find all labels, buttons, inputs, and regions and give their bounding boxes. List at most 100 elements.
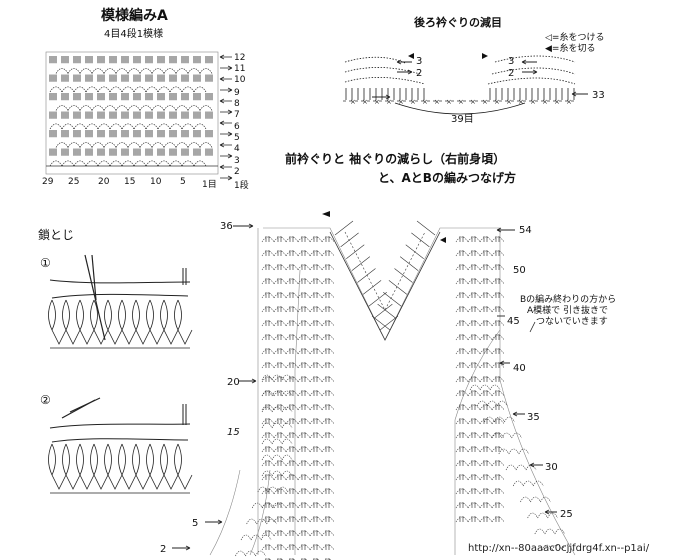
- chain-arch: [455, 432, 469, 439]
- neck-stitch: [346, 244, 365, 259]
- chain-arch: [285, 516, 299, 523]
- chain-arch: [285, 474, 299, 481]
- chain-arch: [467, 432, 481, 439]
- chain-arch: [309, 250, 323, 257]
- row-arrow: [219, 120, 232, 126]
- yarn-strand: [93, 474, 109, 490]
- chain-arch: [264, 558, 272, 560]
- chain-arch: [479, 320, 493, 327]
- chain-arch: [103, 68, 117, 74]
- chain-arch: [321, 418, 335, 425]
- chain-arch: [455, 502, 469, 509]
- chain-arch: [321, 362, 335, 369]
- yarn-loop: [146, 299, 151, 331]
- chain-arch: [127, 142, 141, 148]
- chain-x: ×: [482, 98, 488, 106]
- chain-arch: [285, 236, 299, 243]
- chain-arch: [261, 348, 275, 355]
- chain-arch: [240, 534, 252, 541]
- yarn-loop: [62, 443, 67, 476]
- chain-arch: [491, 432, 505, 439]
- chain-arch: [491, 264, 505, 271]
- back-neck-title: 後ろ衿ぐりの減目: [414, 16, 502, 29]
- chain-arch: [496, 400, 508, 407]
- yarn-strand: [121, 329, 137, 345]
- chain-arch: [273, 516, 287, 523]
- chain-arch: [297, 460, 311, 467]
- chain-arch: [273, 250, 287, 257]
- chain-arch: [199, 68, 213, 74]
- chain-arch: [261, 334, 275, 341]
- chain-arch: [309, 502, 323, 509]
- neck-stitch: [399, 256, 419, 271]
- chain-arch: [467, 334, 481, 341]
- chain-arch: [491, 432, 502, 439]
- chain-arch: [541, 544, 553, 551]
- chain-arch: [261, 404, 275, 411]
- chain-arch: [271, 470, 283, 477]
- chain-arch: [273, 292, 287, 299]
- chain-arch: [505, 464, 517, 471]
- chain-arch: [276, 558, 284, 560]
- row-number: 3: [234, 156, 240, 166]
- chain-arch: [121, 160, 135, 167]
- chain-arch: [297, 264, 311, 271]
- chain-arch: [273, 488, 287, 495]
- chain-arch: [479, 432, 493, 439]
- chain-arch: [175, 68, 189, 74]
- chain-arch: [133, 123, 147, 130]
- chain-arch: [467, 404, 481, 411]
- chain-arch: [518, 448, 530, 455]
- chain-arch: [297, 544, 311, 551]
- yarn-strand: [65, 329, 81, 345]
- chain-arch: [467, 320, 481, 327]
- chain-arch: [467, 488, 481, 495]
- chain-arch: [491, 334, 505, 341]
- chain-arch: [511, 432, 522, 439]
- chain-arch: [527, 512, 538, 519]
- chain-arch: [261, 460, 275, 467]
- neck-stitch: [340, 232, 359, 248]
- chain-arch: [467, 516, 481, 523]
- chain-arch: [285, 530, 299, 537]
- chain-arch: [309, 292, 323, 299]
- legend-attach-text: =糸をつける: [551, 33, 605, 43]
- row-number: 10: [234, 75, 246, 85]
- front-left-label: 20: [227, 377, 240, 388]
- neck-stitch: [368, 292, 387, 307]
- chain-arch: [273, 264, 287, 271]
- chain-x: ×: [374, 98, 380, 106]
- yarn-loop: [121, 299, 126, 331]
- chain-arch: [285, 418, 299, 425]
- chain-arch: [491, 446, 505, 453]
- chain-arch: [273, 278, 287, 285]
- chain-arch: [97, 86, 111, 93]
- chain-arch: [309, 320, 323, 327]
- chain-arch: [479, 390, 493, 397]
- row-number: 2: [234, 167, 240, 177]
- chain-arch: [85, 160, 99, 167]
- chain-arch: [479, 404, 493, 411]
- chain-arch: [455, 334, 469, 341]
- chain-arch: [151, 68, 165, 74]
- chain-arch: [479, 348, 493, 355]
- yarn-loop: [135, 299, 140, 331]
- yarn-loop: [65, 299, 70, 331]
- chain-arch: [479, 306, 493, 313]
- front-right-label: 35: [527, 412, 540, 423]
- chain-arch: [309, 404, 323, 411]
- chain-arch: [271, 406, 283, 413]
- yarn-strand: [51, 474, 67, 490]
- chain-arch: [49, 160, 63, 167]
- chain-arch: [300, 558, 308, 560]
- chain-arch: [309, 390, 323, 397]
- chain-arch: [455, 404, 469, 411]
- pattern-a-title: 模様編みA: [101, 8, 168, 24]
- chain-arch: [498, 448, 510, 455]
- chain-arch: [73, 160, 87, 167]
- chain-arch: [261, 362, 275, 369]
- chain-arch: [115, 142, 129, 148]
- chain-arch: [285, 334, 299, 341]
- chain-arch: [467, 376, 481, 383]
- chain-arch: [273, 418, 287, 425]
